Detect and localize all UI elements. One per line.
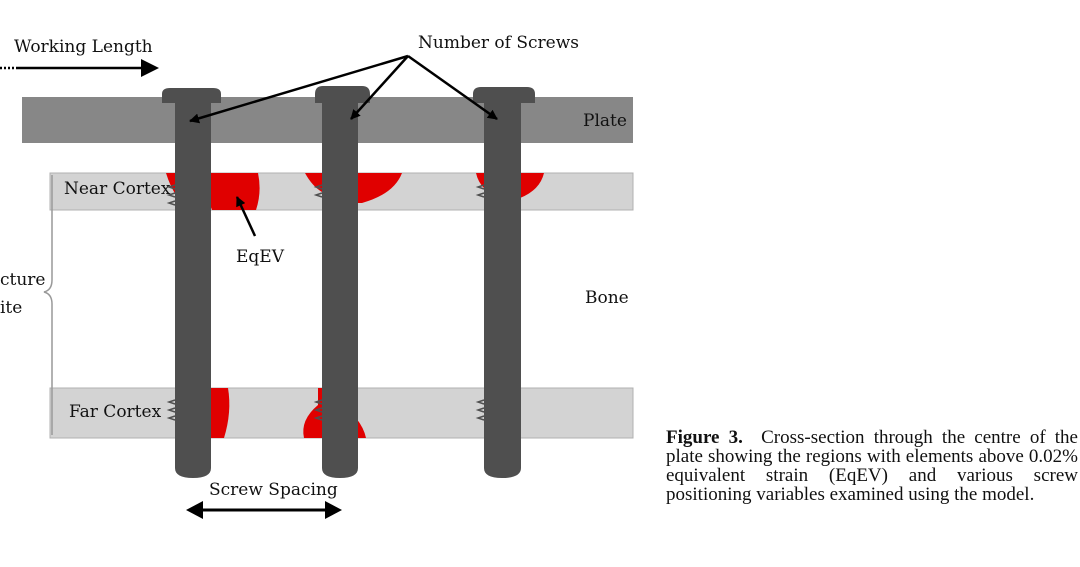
strain-region-near-3 bbox=[476, 173, 484, 188]
strain-region-far-2b bbox=[356, 418, 366, 438]
caption-text: Cross-section through the centre of the … bbox=[666, 427, 1078, 505]
fracture-site-brace bbox=[43, 175, 53, 435]
eqev-label: EqEV bbox=[236, 247, 285, 267]
number-of-screws-arrows bbox=[189, 54, 498, 124]
strain-region-far-1 bbox=[205, 388, 230, 438]
strain-region-near-1b bbox=[166, 173, 176, 195]
far-cortex-label: Far Cortex bbox=[69, 402, 162, 422]
working-length-arrow bbox=[0, 59, 159, 77]
screw-2 bbox=[313, 86, 370, 478]
screw-spacing-arrow bbox=[186, 501, 342, 519]
screws bbox=[162, 86, 535, 478]
fracture-label-line2: ite bbox=[0, 298, 22, 318]
strain-regions bbox=[166, 173, 544, 438]
screw-spacing-label: Screw Spacing bbox=[209, 480, 338, 500]
strain-region-near-1 bbox=[206, 173, 260, 210]
working-length-label: Working Length bbox=[14, 37, 153, 57]
screw-1 bbox=[162, 88, 221, 478]
caption-figure-label: Figure 3. bbox=[666, 427, 743, 448]
figure-caption: Figure 3. Cross-section through the cent… bbox=[666, 428, 1078, 504]
eqev-arrow bbox=[235, 196, 257, 237]
number-of-screws-label: Number of Screws bbox=[418, 33, 579, 53]
strain-region-near-3b bbox=[518, 173, 544, 198]
screw-3 bbox=[473, 87, 535, 478]
strain-region-near-2b bbox=[358, 173, 402, 203]
near-cortex-label: Near Cortex bbox=[64, 179, 171, 199]
plate-label: Plate bbox=[583, 111, 627, 131]
fracture-label-line1: cture bbox=[0, 270, 46, 290]
bone-label: Bone bbox=[585, 288, 629, 308]
strain-region-far-2 bbox=[303, 388, 322, 438]
